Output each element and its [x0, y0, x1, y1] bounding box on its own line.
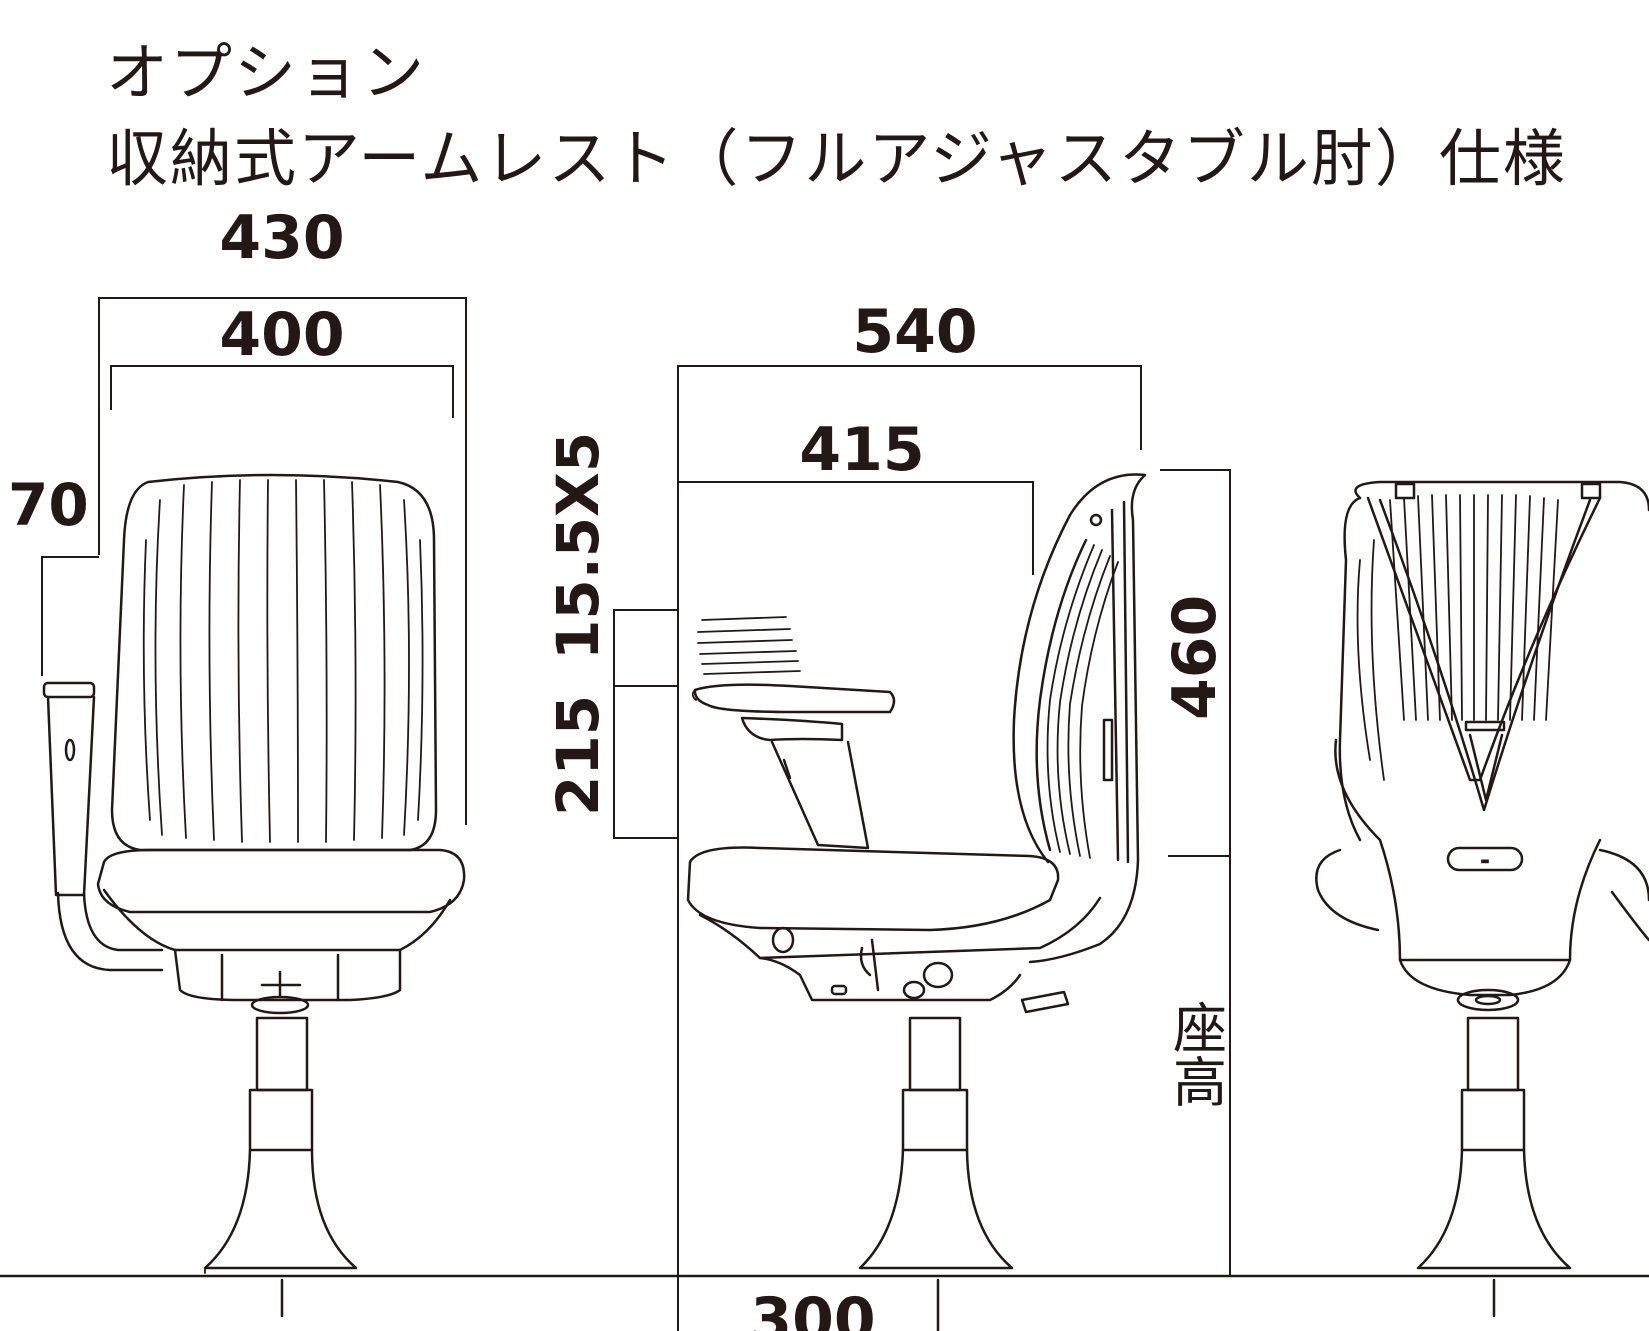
- dim-540: 540: [852, 297, 977, 367]
- front-back-ribs: [142, 479, 424, 843]
- side-view: 540 415 300 215 15.5X5: [544, 297, 1231, 1331]
- dim-415: 415: [799, 415, 924, 485]
- dim-400: 400: [219, 300, 344, 370]
- dim-430: 430: [219, 203, 344, 273]
- side-armrest: [691, 616, 896, 850]
- title-line-spec: 収納式アームレスト（フルアジャスタブル肘）仕様: [106, 122, 1567, 195]
- front-view: 430 400 70: [8, 203, 467, 1318]
- dim-70: 70: [8, 471, 89, 539]
- rear-back-ribs: [1356, 494, 1559, 781]
- dim-15-5x5: 15.5X5: [544, 432, 612, 660]
- rear-view: ▬: [1315, 480, 1649, 1318]
- dim-460: 460: [1160, 595, 1230, 720]
- dim-300: 300: [750, 1285, 875, 1331]
- dim-215: 215: [544, 695, 612, 816]
- seat-height-label: 座高: [1164, 1000, 1227, 1108]
- rear-logo: ▬: [1480, 856, 1489, 867]
- title-line-option: オプション: [106, 36, 427, 109]
